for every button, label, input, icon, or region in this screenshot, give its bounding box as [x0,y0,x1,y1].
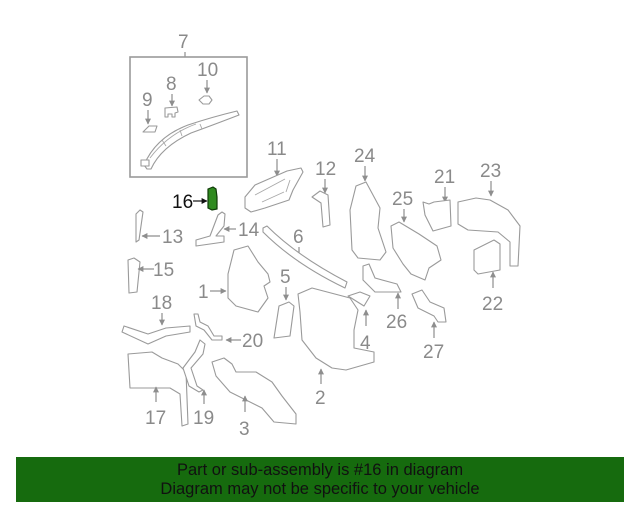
part-25[interactable] [390,221,442,281]
callout-label-27[interactable]: 27 [423,342,444,363]
part-13[interactable] [135,209,144,243]
callout-label-13[interactable]: 13 [162,227,183,248]
callout-label-16[interactable]: 16 [172,192,193,213]
callout-label-9[interactable]: 9 [142,90,153,111]
callout-4: 4 [347,291,371,354]
callout-21: 21 [422,167,455,232]
callout-2: 2 [297,287,375,409]
banner-line-part-number: Part or sub-assembly is #16 in diagram [176,460,464,479]
callout-label-23[interactable]: 23 [480,161,501,182]
callout-14: 14 [195,211,260,247]
callout-label-20[interactable]: 20 [242,331,263,352]
callout-24: 24 [349,146,387,261]
callout-12: 12 [311,159,336,228]
callout-22: 22 [473,239,503,315]
callout-label-19[interactable]: 19 [193,408,214,429]
callout-label-26[interactable]: 26 [386,312,407,333]
part-23[interactable] [457,197,521,267]
callout-5: 5 [273,267,295,339]
part-12[interactable] [311,190,331,228]
part-24[interactable] [349,181,387,261]
callout-3: 3 [211,357,297,440]
callout-16-highlighted: 16 [172,186,218,213]
callout-6: 6 [262,225,348,289]
callout-18: 18 [121,293,191,345]
callout-label-7[interactable]: 7 [178,32,189,53]
part-7-rail[interactable] [143,110,240,170]
part-9-grommet[interactable] [142,125,158,133]
part-20[interactable] [193,313,223,341]
callout-label-18[interactable]: 18 [151,293,172,314]
callout-label-11[interactable]: 11 [267,139,287,160]
callout-15: 15 [127,257,174,294]
part-18[interactable] [121,325,191,345]
part-2[interactable] [297,287,375,371]
part-info-banner: Part or sub-assembly is #16 in diagram D… [16,457,624,502]
callout-label-1[interactable]: 1 [198,282,209,303]
inset-group-7: 7 8 9 10 [129,32,248,178]
callout-20: 20 [193,313,263,352]
callout-25: 25 [390,189,442,281]
callout-label-10[interactable]: 10 [197,60,218,81]
callout-19: 19 [182,339,214,429]
callout-label-2[interactable]: 2 [315,388,326,409]
callout-label-5[interactable]: 5 [280,267,291,288]
part-26[interactable] [362,263,402,293]
callout-label-12[interactable]: 12 [315,159,336,180]
part-1[interactable] [227,245,271,313]
callout-11: 11 [244,139,304,213]
callout-23: 23 [457,161,521,267]
callout-label-4[interactable]: 4 [360,333,371,354]
part-10-clip[interactable] [198,95,213,105]
callout-label-24[interactable]: 24 [354,146,376,167]
callout-1: 1 [198,245,271,313]
banner-line-disclaimer: Diagram may not be specific to your vehi… [160,479,480,498]
callout-label-6[interactable]: 6 [293,227,304,248]
callout-27: 27 [411,289,447,363]
callout-label-25[interactable]: 25 [392,189,413,210]
part-14[interactable] [195,211,226,247]
part-4[interactable] [347,291,371,307]
part-5[interactable] [273,301,295,339]
part-22[interactable] [473,239,501,275]
callout-label-22[interactable]: 22 [482,294,503,315]
part-27[interactable] [411,289,447,323]
inset-box [129,56,248,178]
part-6[interactable] [262,225,348,289]
callout-label-3[interactable]: 3 [239,419,250,440]
callout-17: 17 [127,351,189,429]
callout-13: 13 [135,209,183,248]
part-11[interactable] [244,167,304,213]
callout-label-17[interactable]: 17 [145,408,166,429]
callout-label-21[interactable]: 21 [434,167,455,188]
callout-26: 26 [362,263,407,333]
part-21[interactable] [422,199,452,232]
part-16-highlighted[interactable] [207,186,218,211]
part-15[interactable] [127,257,141,294]
part-3[interactable] [211,357,297,425]
callout-label-14[interactable]: 14 [238,220,260,241]
part-8-clip[interactable] [164,106,179,118]
callout-label-15[interactable]: 15 [153,260,174,281]
callout-label-8[interactable]: 8 [166,74,177,95]
